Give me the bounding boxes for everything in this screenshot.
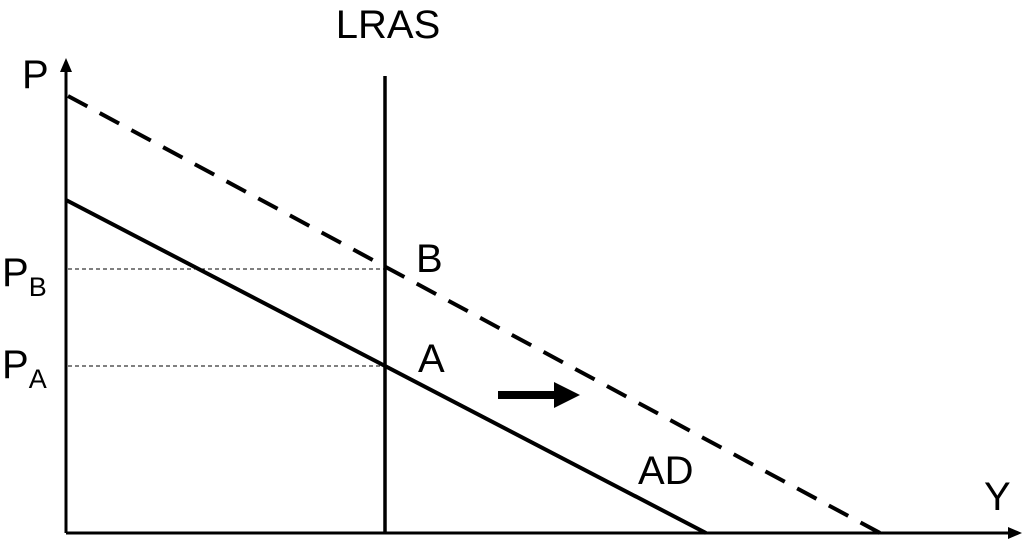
point-a-label: A [418,337,445,381]
y-axis-arrow-icon [60,58,72,72]
price-a-main: P [2,343,29,387]
ad-curve-shifted [67,94,881,535]
y-axis-label: P [22,53,49,97]
shift-arrow-icon [554,382,580,408]
price-b-main: P [2,251,29,295]
price-b-label: PB [2,251,47,302]
x-axis-label: Y [984,475,1011,519]
price-a-sub: A [29,364,47,394]
lras-label: LRAS [336,3,441,47]
price-b-sub: B [29,272,47,302]
point-b-label: B [416,237,443,281]
ad-label: AD [638,449,694,493]
x-axis-arrow-icon [1008,527,1022,539]
ad-curve-original [65,198,707,535]
price-a-label: PA [2,343,47,394]
